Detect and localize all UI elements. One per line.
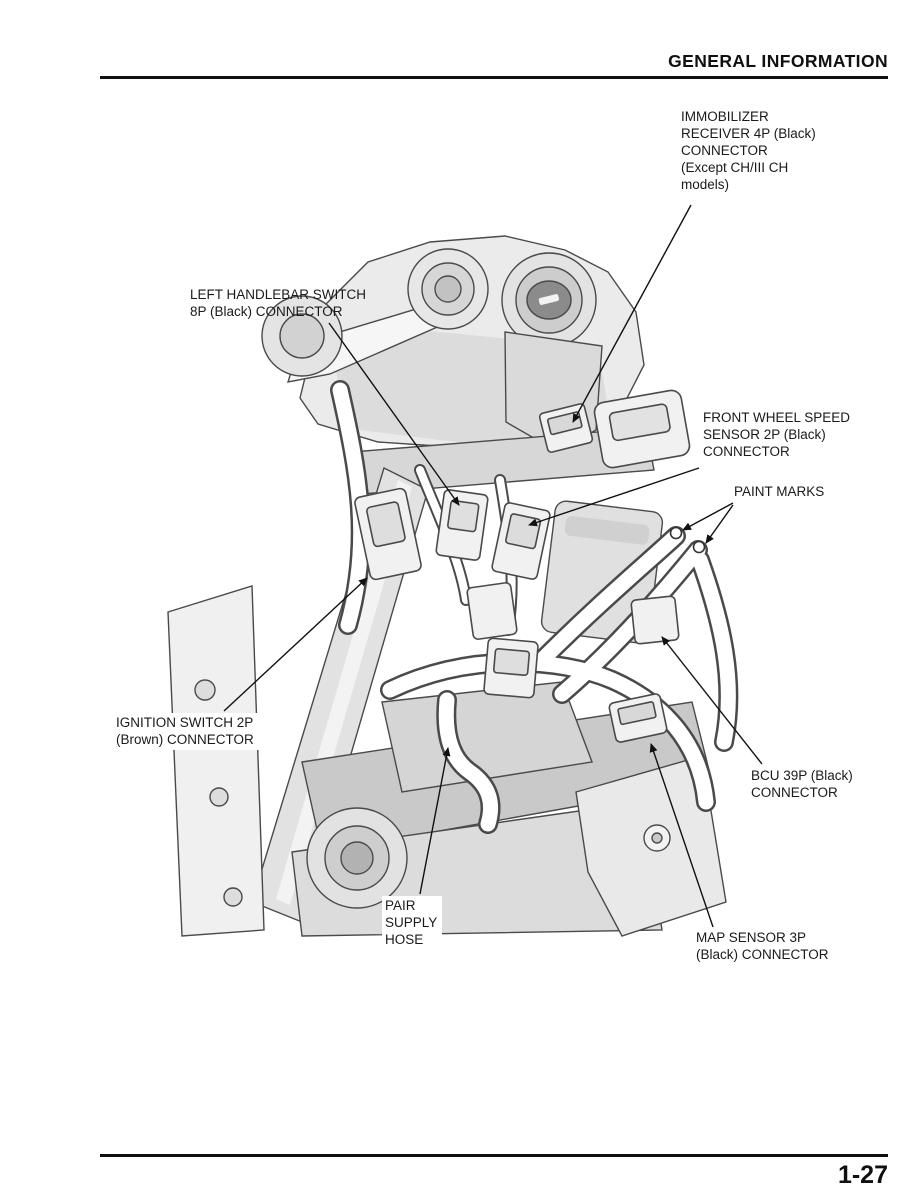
label-left-handlebar-switch-connector: LEFT HANDLEBAR SWITCH 8P (Black) CONNECT… [190, 287, 367, 319]
leader-ignition [223, 577, 368, 712]
page-number: 1-27 [837, 1161, 888, 1189]
label-immobilizer-receiver-connector: IMMOBILIZER RECEIVER 4P (Black) CONNECTO… [681, 109, 816, 192]
header-rule [100, 76, 888, 79]
page-title: GENERAL INFORMATION [668, 51, 888, 71]
leader-paint-mark-1 [682, 502, 734, 531]
label-map-sensor-connector: MAP SENSOR 3P (Black) CONNECTOR [696, 930, 829, 962]
paint-marks-art [669, 526, 706, 554]
label-ignition-switch-connector: IGNITION SWITCH 2P (Brown) CONNECTOR [113, 713, 259, 750]
leader-lines [223, 204, 763, 928]
label-paint-marks: PAINT MARKS [734, 484, 825, 499]
hoses-art [330, 380, 739, 834]
leader-paint-mark-2 [705, 504, 734, 544]
label-front-wheel-speed-sensor-connector: FRONT WHEEL SPEED SENSOR 2P (Black) CONN… [703, 410, 851, 459]
machinery-art [167, 235, 727, 937]
leader-wheel-speed [528, 467, 700, 527]
footer-rule [100, 1154, 888, 1157]
leader-map [649, 743, 714, 928]
leader-bcu [661, 636, 763, 765]
map-connector-art [608, 693, 668, 743]
leader-immobilizer [572, 204, 692, 423]
handlebar-connector-art [354, 487, 422, 581]
label-pair-supply-hose: PAIR SUPPLY HOSE [382, 896, 443, 950]
leader-handlebar [328, 322, 460, 506]
label-bcu-connector: BCU 39P (Black) CONNECTOR [751, 768, 853, 800]
leader-pair [419, 747, 451, 895]
connectors-art [354, 389, 691, 743]
bcu-connector-art [630, 595, 680, 645]
